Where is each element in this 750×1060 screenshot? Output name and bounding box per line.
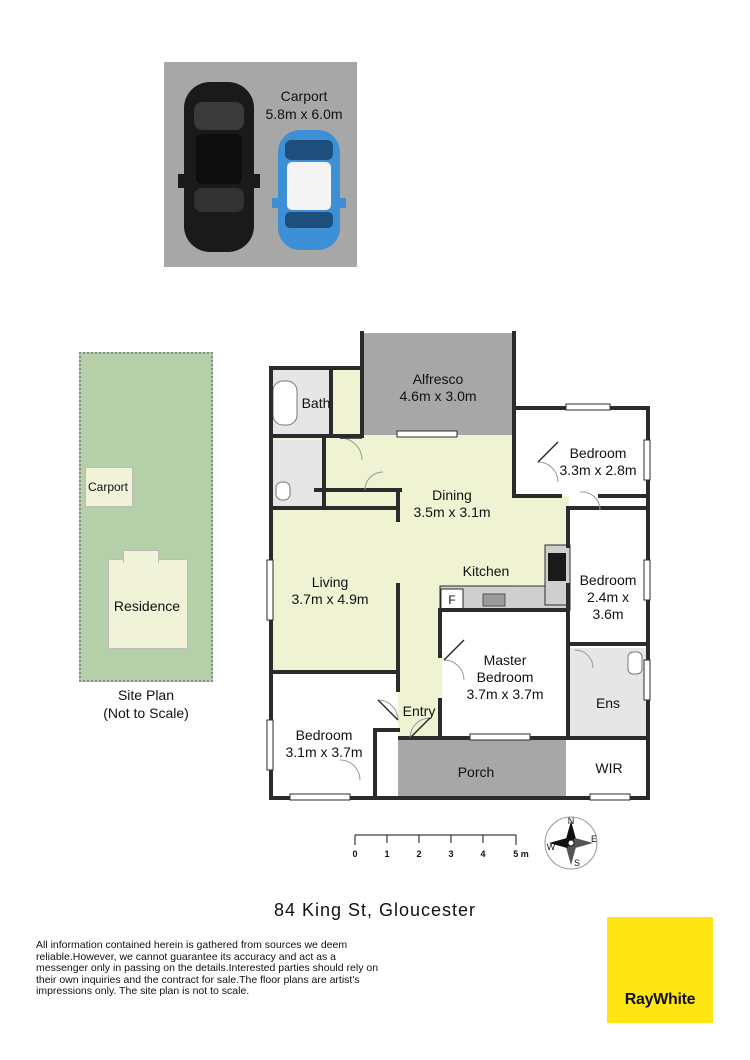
scale-tick-5: 5 m <box>513 849 529 859</box>
porch-area <box>398 738 566 798</box>
black-car-icon <box>178 82 260 252</box>
carport-name: Carport <box>280 88 328 104</box>
compass-s: S <box>573 858 580 868</box>
bedroom-ne-size: 3.3m x 2.8m <box>559 462 637 478</box>
site-residence-notch <box>123 550 159 563</box>
alfresco-area <box>362 333 514 435</box>
scale-tick-3: 3 <box>448 849 454 859</box>
compass-icon <box>544 816 598 870</box>
bedroom-e-size-1: 2.4m x <box>586 589 629 605</box>
compass-n: N <box>567 816 575 826</box>
ensuite-label: Ens <box>595 695 621 711</box>
bedroom-e-label: Bedroom <box>579 572 637 588</box>
scale-tick-0: 0 <box>352 849 358 859</box>
scale-tick-4: 4 <box>480 849 486 859</box>
blue-car-icon <box>272 130 346 250</box>
alfresco-size: 4.6m x 3.0m <box>399 388 477 404</box>
alfresco-label: Alfresco <box>412 371 464 387</box>
raywhite-logo: RayWhite <box>607 917 713 1023</box>
site-plan: Carport Residence <box>79 352 213 682</box>
compass-w: W <box>546 842 556 852</box>
entry-label: Entry <box>402 703 436 719</box>
site-carport-label: Carport <box>87 480 128 494</box>
toilet-icon <box>275 481 291 501</box>
disclaimer-text: All information contained herein is gath… <box>36 939 379 997</box>
bathtub-icon <box>272 380 298 426</box>
vanity-icon <box>627 651 643 675</box>
bath-label: Bath <box>301 395 331 411</box>
bedroom-ne-floor <box>514 408 648 496</box>
carport-size: 5.8m x 6.0m <box>265 106 343 122</box>
wir-floor <box>566 738 648 798</box>
kitchen-label: Kitchen <box>462 563 510 579</box>
bedroom-e-floor <box>570 508 648 643</box>
compass-e: E <box>590 834 597 844</box>
site-carport <box>85 467 133 507</box>
scale-bar <box>354 834 517 845</box>
carport-area: Carport 5.8m x 6.0m <box>164 62 357 267</box>
scale-tick-2: 2 <box>416 849 422 859</box>
bedroom-sw-label: Bedroom <box>295 727 353 743</box>
master-size: 3.7m x 3.7m <box>466 686 544 702</box>
porch-label: Porch <box>457 764 495 780</box>
site-plan-title: Site Plan <box>117 687 175 703</box>
living-label: Living <box>311 574 349 590</box>
site-residence-label: Residence <box>113 598 181 614</box>
bedroom-e-size-2: 3.6m <box>592 606 624 622</box>
cars-illustration <box>178 82 346 252</box>
bedroom-sw-size: 3.1m x 3.7m <box>285 744 363 760</box>
living-size: 3.7m x 4.9m <box>291 591 369 607</box>
dining-label: Dining <box>432 487 472 503</box>
raywhite-logo-text: RayWhite <box>624 991 696 1008</box>
dining-size: 3.5m x 3.1m <box>413 504 491 520</box>
property-address: 84 King St, Gloucester <box>273 900 477 920</box>
bedroom-ne-label: Bedroom <box>569 445 627 461</box>
sink <box>482 593 506 607</box>
scale-tick-1: 1 <box>384 849 390 859</box>
cooktop <box>548 553 566 581</box>
fridge-label: F <box>448 593 456 607</box>
site-residence <box>108 559 188 649</box>
master-label-2: Bedroom <box>476 669 534 685</box>
master-floor <box>442 612 566 738</box>
wir-label: WIR <box>595 760 623 776</box>
site-plan-subtitle: (Not to Scale) <box>103 705 189 721</box>
master-label-1: Master <box>483 652 527 668</box>
